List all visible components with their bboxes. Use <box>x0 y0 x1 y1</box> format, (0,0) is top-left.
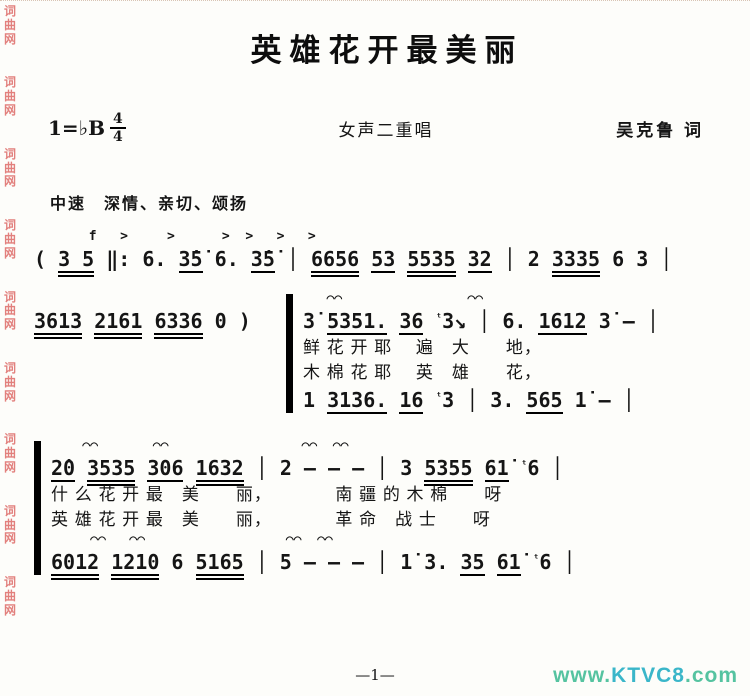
accent-dynamic-marks-row: f > > > > > > <box>34 230 316 244</box>
music-system-1: f > > > > > > ( 3 5 ‖: 6. 3̇5̇ 6. 3̇5̇ │… <box>34 230 742 277</box>
lyrics-line-2: 木 棉 花 耶 英 雄 花， <box>303 362 542 382</box>
side-watermark-text: 词曲网 <box>3 218 16 260</box>
music-system-3: ⌒⌒ ⌒⌒ ⌒⌒ ⌒⌒ 2̇0 3535 306 1632 │ 2 — — — … <box>34 439 742 580</box>
voice-type-label: 女声二重唱 <box>338 120 434 140</box>
voice-group: ⌒⌒ ⌒⌒ 3̇ 5351. 36 ᵗ3↘ │ 6. 1612 3̇ — │ 鲜… <box>303 292 742 415</box>
voice-group-bracket <box>34 441 41 575</box>
music-notation: f > > > > > > ( 3 5 ‖: 6. 3̇5̇ 6. 3̇5̇ │… <box>34 230 742 580</box>
site-watermark-name: KTVC8 <box>611 664 685 687</box>
time-signature: 4 4 <box>110 112 126 144</box>
side-watermark-text: 词曲网 <box>3 289 16 332</box>
page-number: —1— <box>355 666 395 684</box>
song-title: 英雄花开最美丽 <box>250 33 524 68</box>
key-signature: 1=♭B <box>48 116 106 140</box>
notation-line-voice1: 2̇0 3535 306 1632 │ 2 — — — │ 3 5355 61̇… <box>51 453 742 487</box>
side-watermark-column: 词曲网 词曲网 词曲网 词曲网 词曲网 词曲网 词曲网 词曲网 词曲网 <box>3 4 19 696</box>
tempo-expression-marking: 中速 深情、亲切、颂扬 <box>50 196 249 213</box>
voice-group-bracket <box>286 294 293 414</box>
music-system-2: 3613 2161 6336 0 ) ⌒⌒ ⌒⌒ 3̇ 5351. 36 ᵗ3↘… <box>34 292 742 415</box>
side-watermark-text: 词曲网 <box>3 432 16 474</box>
side-watermark-text: 词曲网 <box>3 503 16 546</box>
lyrics-line-1: 什 么 花 开 最 美 丽， 南 疆 的 木 棉 呀 <box>51 485 503 505</box>
notation-line-voice2: 1 3136. 16 ᵗ3 │ 3. 565 1̇ — │ <box>303 388 635 415</box>
notation-line-intro-continuation: 3613 2161 6336 0 ) <box>34 306 286 339</box>
side-watermark-text: 词曲网 <box>3 75 16 117</box>
site-watermark-link[interactable]: www.KTVC8.com <box>553 664 738 688</box>
notation-line-voice1: 3̇ 5351. 36 ᵗ3↘ │ 6. 1612 3̇ — │ <box>303 309 659 335</box>
site-watermark-suffix: .com <box>684 664 738 687</box>
slur-marks-row: ⌒⌒ ⌒⌒ ⌒⌒ ⌒⌒ <box>51 532 333 547</box>
side-watermark-text: 词曲网 <box>3 146 16 189</box>
time-signature-numerator: 4 <box>110 112 126 129</box>
notation-line-voice2: 6012 1210 6 5165 │ 5 — — — │ 1̇ 3. 35 61… <box>51 547 742 580</box>
side-watermark-text: 词曲网 <box>3 575 16 617</box>
slur-marks-row: ⌒⌒ ⌒⌒ <box>303 292 484 306</box>
lyrics-line-1: 鲜 花 开 耶 遍 大 地， <box>303 338 542 357</box>
notation-line-intro: ( 3 5 ‖: 6. 3̇5̇ 6. 3̇5̇ │ 6656 53 5535 … <box>34 244 742 277</box>
side-watermark-text: 词曲网 <box>3 360 16 403</box>
lyrics-line-2: 英 雄 花 开 最 美 丽， 革 命 战 士 呀 <box>51 509 491 529</box>
notation-intro-continuation-wrap: 3613 2161 6336 0 ) <box>34 292 286 415</box>
time-signature-denominator: 4 <box>113 129 123 145</box>
key-time-signature: 1=♭B 4 4 <box>48 112 126 144</box>
voice-group: ⌒⌒ ⌒⌒ ⌒⌒ ⌒⌒ 2̇0 3535 306 1632 │ 2 — — — … <box>51 439 742 580</box>
page-footer: —1— www.KTVC8.com <box>0 662 750 688</box>
side-watermark-text: 词曲网 <box>3 4 16 46</box>
lyricist-credit: 吴克鲁 词 <box>616 120 704 140</box>
meta-row: 1=♭B 4 4 女声二重唱 吴克鲁 词 <box>48 112 704 144</box>
site-watermark-prefix: www. <box>553 664 612 687</box>
slur-marks-row: ⌒⌒ ⌒⌒ ⌒⌒ ⌒⌒ <box>51 439 349 454</box>
